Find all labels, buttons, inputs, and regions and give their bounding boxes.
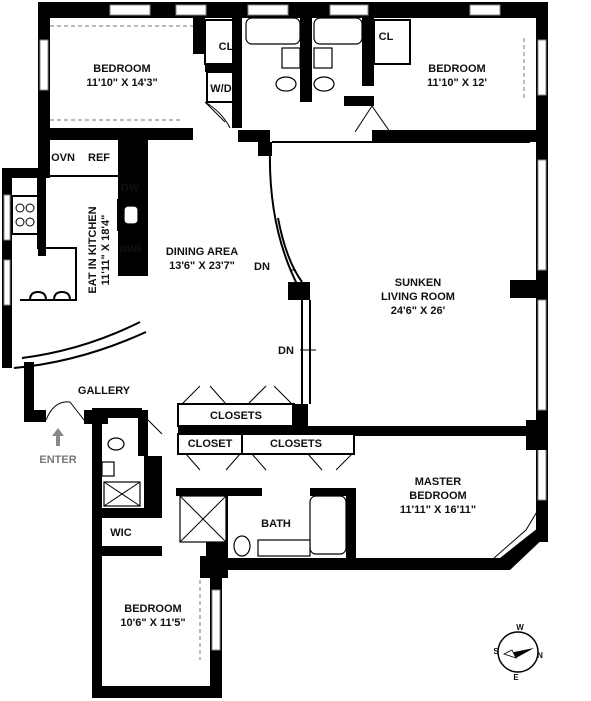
- closet-label-1: CL: [219, 41, 234, 53]
- living-name-1: SUNKEN: [395, 277, 442, 289]
- master-name-1: MASTER: [415, 476, 462, 488]
- wine-label: WINE: [119, 244, 143, 254]
- master-name-2: BEDROOM: [409, 490, 466, 502]
- dishwasher-label: DW: [121, 182, 140, 194]
- compass-east: E: [513, 673, 519, 682]
- compass-north: N: [537, 651, 543, 660]
- bedroom2-size: 11'10" X 12': [427, 77, 487, 89]
- washer-dryer-label: W/D: [210, 83, 231, 95]
- enter-label: ENTER: [39, 454, 76, 466]
- dining-size: 13'6" X 23'7": [169, 260, 235, 272]
- compass-icon: N S E W: [493, 623, 543, 682]
- bedroom3-name: BEDROOM: [124, 603, 181, 615]
- bath-label: BATH: [261, 518, 291, 530]
- bedroom1-size: 11'10" X 14'3": [86, 77, 157, 89]
- dining-name: DINING AREA: [166, 246, 238, 258]
- refrigerator-label: REF: [88, 152, 110, 164]
- thin-details: [11, 17, 539, 660]
- living-name-2: LIVING ROOM: [381, 291, 455, 303]
- closet-label-3: CLOSET: [188, 438, 233, 450]
- master-size: 11'11" X 16'11": [400, 504, 476, 516]
- compass-west: W: [516, 623, 524, 632]
- walk-in-closet-label: WIC: [110, 527, 131, 539]
- closets-label-2: CLOSETS: [270, 438, 322, 450]
- closets-label-1: CLOSETS: [210, 410, 262, 422]
- bedroom2-name: BEDROOM: [428, 63, 485, 75]
- bedroom3-size: 10'6" X 11'5": [120, 617, 185, 629]
- oven-label: OVN: [51, 152, 75, 164]
- gallery-label: GALLERY: [78, 385, 131, 397]
- kitchen-name: EAT IN KITCHEN: [87, 206, 99, 293]
- closet-label-2: CL: [379, 31, 394, 43]
- room-labels: BEDROOM 11'10" X 14'3" BEDROOM 11'10" X …: [39, 31, 487, 629]
- down-label-1: DN: [254, 261, 270, 273]
- living-size: 24'6" X 26': [391, 305, 446, 317]
- down-label-2: DN: [278, 345, 294, 357]
- bedroom1-name: BEDROOM: [93, 63, 150, 75]
- enter-arrow-icon: [52, 428, 64, 446]
- compass-south: S: [493, 647, 499, 656]
- kitchen-size: 11'11" X 18'4": [100, 215, 112, 286]
- walls: [2, 2, 548, 698]
